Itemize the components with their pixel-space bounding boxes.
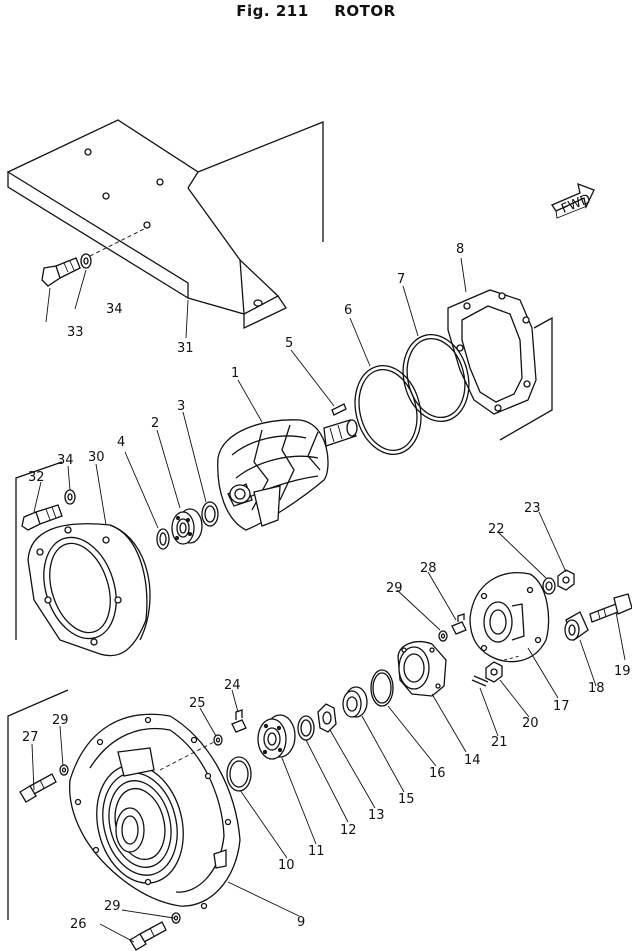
callout-8: 8 <box>456 242 464 257</box>
group-bracket-left-upper <box>15 461 63 640</box>
callout-6: 6 <box>344 303 352 318</box>
bracket-part-31 <box>7 119 324 330</box>
leader-lines <box>31 257 626 943</box>
callout-22: 22 <box>488 522 505 537</box>
callout-3: 3 <box>177 399 185 414</box>
bolt-part-26 <box>129 921 167 951</box>
callout-32: 32 <box>28 470 45 485</box>
callout-34-lower: 34 <box>57 453 74 468</box>
bolt-part-24 <box>231 709 247 733</box>
callout-4: 4 <box>117 435 125 450</box>
callout-19: 19 <box>614 664 631 679</box>
callout-31: 31 <box>177 341 194 356</box>
callout-23: 23 <box>524 501 541 516</box>
rotor-part-1 <box>217 419 358 531</box>
bearing-part-2 <box>171 508 203 545</box>
bearing-part-11 <box>257 714 296 760</box>
callout-27: 27 <box>22 730 39 745</box>
key-part-5 <box>331 403 347 416</box>
washer-34-lower <box>64 489 76 505</box>
ring-part-3 <box>201 501 219 527</box>
callout-14: 14 <box>464 753 481 768</box>
fwd-label: FWD <box>559 192 593 217</box>
callout-1: 1 <box>231 366 239 381</box>
nut-part-13 <box>317 703 337 733</box>
callout-16: 16 <box>429 766 446 781</box>
callout-33: 33 <box>67 325 84 340</box>
bolt-33 <box>41 257 81 287</box>
callout-10: 10 <box>278 858 295 873</box>
nut-part-20 <box>485 661 503 683</box>
callout-2: 2 <box>151 416 159 431</box>
bolt-part-19 <box>589 593 632 623</box>
callout-24: 24 <box>224 678 241 693</box>
washer-part-22 <box>542 577 556 595</box>
callout-13: 13 <box>368 808 385 823</box>
bolt-part-28 <box>451 613 467 635</box>
figure-title: Fig. 211 ROTOR <box>0 2 632 20</box>
bolt-part-27 <box>19 773 57 803</box>
bolt-32 <box>21 504 63 531</box>
callout-34-upper: 34 <box>106 302 123 317</box>
washer-25 <box>213 734 223 746</box>
o-ring-part-6 <box>354 365 422 455</box>
cover-plate-part-17 <box>469 572 550 663</box>
washer-29-left <box>59 764 69 776</box>
callout-7: 7 <box>397 272 405 287</box>
washer-29-mid <box>438 630 448 642</box>
callout-29-left: 29 <box>52 713 69 728</box>
nut-part-23 <box>557 569 575 591</box>
o-ring-part-16 <box>370 669 394 707</box>
callout-15: 15 <box>398 792 415 807</box>
callout-17: 17 <box>553 699 570 714</box>
callout-20: 20 <box>522 716 539 731</box>
figure-number: Fig. 211 <box>236 2 309 20</box>
callout-29-bottom: 29 <box>104 899 121 914</box>
bearing-part-15 <box>342 686 368 718</box>
washer-34-upper <box>80 253 92 269</box>
lock-washer-part-12 <box>297 715 315 741</box>
fwd-arrow-icon: FWD <box>551 182 595 219</box>
gasket-part-8 <box>447 289 553 441</box>
callout-18: 18 <box>588 681 605 696</box>
figure-name: ROTOR <box>334 2 396 20</box>
flange-part-14 <box>397 641 447 697</box>
callout-29-mid: 29 <box>386 581 403 596</box>
o-ring-part-7 <box>402 333 470 423</box>
case-part-9 <box>68 713 241 910</box>
callout-12: 12 <box>340 823 357 838</box>
ring-part-10 <box>226 756 252 792</box>
callout-11: 11 <box>308 844 325 859</box>
callout-25: 25 <box>189 696 206 711</box>
callout-28: 28 <box>420 561 437 576</box>
washer-29-bottom <box>171 912 181 924</box>
callout-30: 30 <box>88 450 105 465</box>
pin-part-21 <box>471 675 489 687</box>
housing-part-30 <box>27 523 151 657</box>
group-bracket-left-lower <box>7 689 69 920</box>
bushing-part-18 <box>564 611 589 642</box>
callout-9: 9 <box>297 915 305 930</box>
callout-labels: 1 2 3 4 5 6 7 8 9 10 11 12 13 14 15 16 1… <box>22 242 631 932</box>
callout-21: 21 <box>491 735 508 750</box>
callout-5: 5 <box>285 336 293 351</box>
axis-line-20 <box>503 655 521 661</box>
snap-ring-part-4 <box>156 528 170 550</box>
callout-26: 26 <box>70 917 87 932</box>
